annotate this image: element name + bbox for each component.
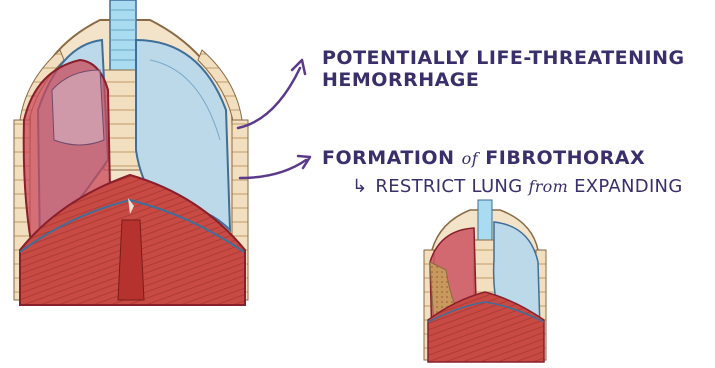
fibrothorax-label: FORMATION of FIBROTHORAX	[322, 148, 645, 170]
curved-arrow-icon	[240, 160, 306, 178]
curved-arrow-icon	[238, 68, 300, 128]
fibrothorax-word-2: FIBROTHORAX	[485, 147, 645, 169]
return-arrow-icon: ↳	[352, 176, 367, 197]
hemorrhage-line-1: POTENTIALLY LIFE-THREATENING	[322, 48, 685, 70]
hemorrhage-label: POTENTIALLY LIFE-THREATENING HEMORRHAGE	[322, 48, 685, 92]
fibrothorax-of: of	[462, 149, 479, 168]
restrict-text-1: RESTRICT LUNG	[375, 176, 522, 197]
hemorrhage-line-2: HEMORRHAGE	[322, 70, 685, 92]
restrict-lung-label: ↳ RESTRICT LUNG from EXPANDING	[352, 176, 683, 197]
fibrothorax-word-1: FORMATION	[322, 147, 454, 169]
large-thorax	[14, 0, 248, 305]
restrict-from: from	[528, 177, 568, 196]
restrict-text-2: EXPANDING	[574, 176, 682, 197]
small-thorax	[424, 200, 546, 362]
